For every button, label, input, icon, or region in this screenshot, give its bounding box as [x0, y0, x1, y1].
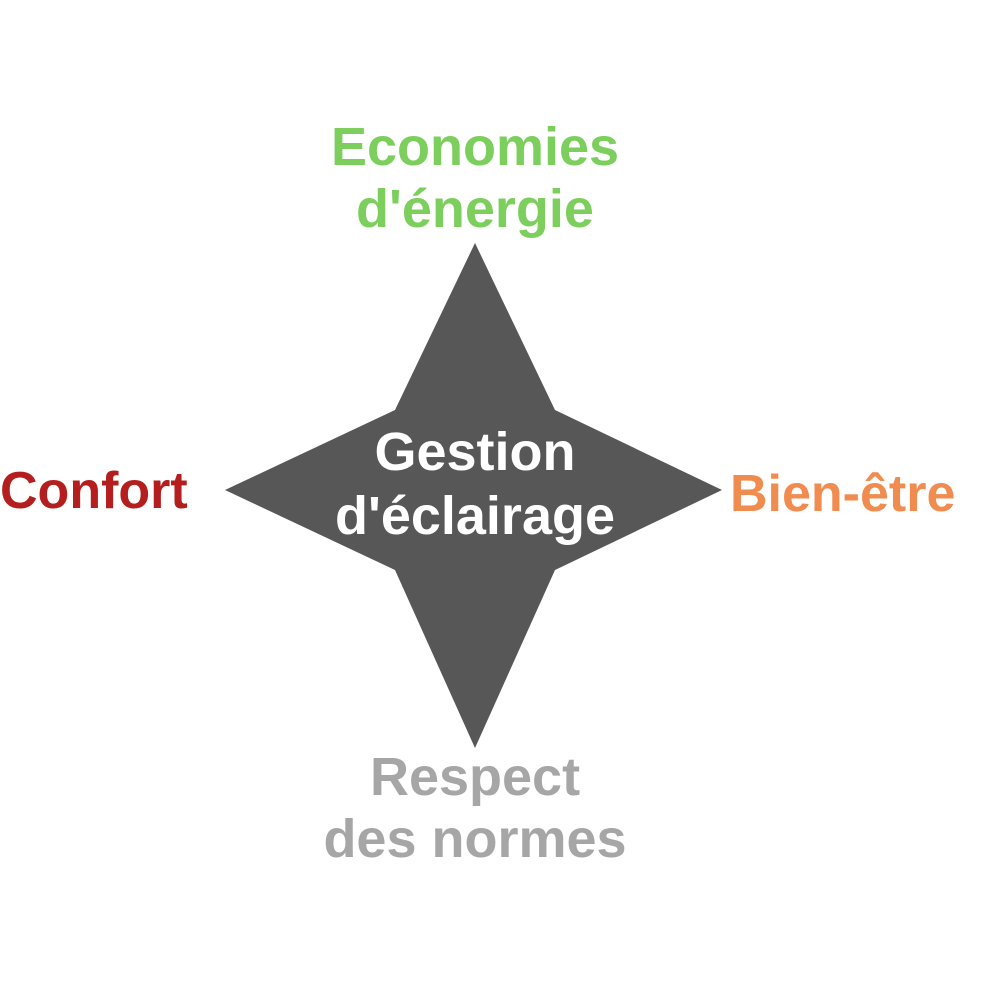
left-label-text: Confort [0, 462, 188, 520]
left-label-confort: Confort [0, 460, 225, 522]
star-shape [225, 243, 722, 748]
center-label-line1: Gestion [374, 422, 576, 482]
right-label-text: Bien-être [730, 465, 956, 523]
bottom-label-respect: Respect des normes [245, 746, 705, 870]
top-label-line1: Economies [330, 117, 620, 177]
top-label-economies: Economies d'énergie [245, 116, 705, 240]
top-label-line2: d'énergie [356, 179, 594, 239]
center-label-line2: d'éclairage [335, 486, 615, 546]
bottom-label-line2: des normes [323, 809, 627, 869]
right-label-bien-etre: Bien-être [730, 463, 990, 525]
bottom-label-line1: Respect [369, 747, 581, 807]
center-label-gestion: Gestion d'éclairage [300, 420, 650, 548]
